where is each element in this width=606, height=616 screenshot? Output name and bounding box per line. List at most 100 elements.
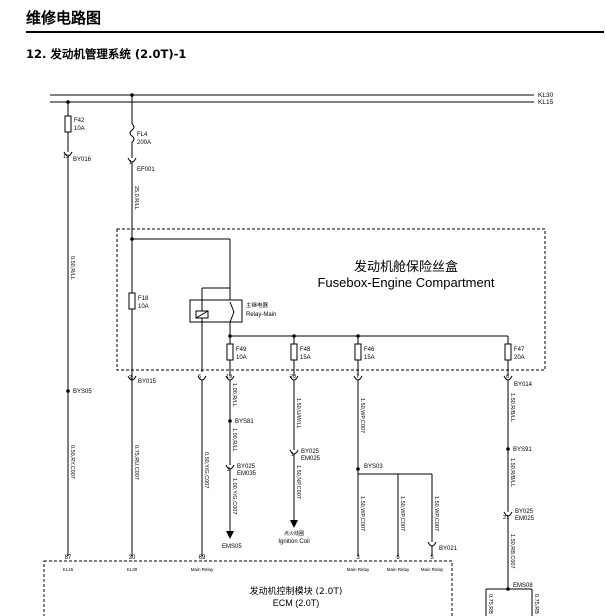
ecm-pin-6: 6 Main Relay [387, 555, 410, 572]
wire-label: 1.50,WP,C007 [399, 496, 405, 531]
fuse-f46 [354, 343, 362, 361]
fuse-f48-name: F48 [300, 347, 311, 353]
ecm-pin-desc: KL30 [127, 567, 138, 572]
fusible-link-fl4 [129, 123, 135, 143]
splice-dot [356, 467, 360, 471]
fuse-fl4-rating: 200A [137, 140, 151, 146]
pin-number: 15 [63, 154, 69, 160]
ecm-pin-5: 5 Main Relay [421, 555, 444, 572]
ecm-pin-desc: Main Relay [387, 567, 410, 572]
relay-switch-contact [229, 311, 235, 323]
fuse-f42-name: F42 [74, 118, 85, 124]
connector-em025: EM025 [301, 456, 321, 462]
wire-label: 1.50,R/B/LL [509, 393, 515, 422]
pin-number: 1 [291, 452, 294, 458]
connector-symbol [127, 375, 137, 381]
connector-by025: BY025 [237, 464, 256, 470]
wire-label: 1.50,WP,C007 [359, 398, 365, 433]
splice-bys05: BYS05 [73, 389, 92, 395]
wire-label: 1.50,NP,C007 [295, 465, 301, 499]
pin-number: 6 [198, 374, 201, 380]
junction-dot [228, 334, 232, 338]
ecm-pin-desc: Main Relay [191, 567, 214, 572]
fuse-f49-rating: 10A [236, 355, 247, 361]
ecm-pin-number: 3 [356, 555, 360, 561]
kl15-label: KL15 [538, 99, 554, 106]
pin-number: 19 [226, 374, 232, 380]
ecm-pin-number: 87 [65, 555, 72, 561]
ecm-title-en: ECM (2.0T) [273, 598, 320, 608]
fuse-f46-rating: 15A [364, 355, 375, 361]
ecm-pin-desc: KL15 [63, 567, 74, 572]
fuse-fl4-name: FL4 [137, 132, 148, 138]
connector-by014: BY014 [514, 382, 533, 388]
relay-label-en: Relay-Main [246, 312, 276, 318]
connector-ems05: EMS05 [222, 544, 242, 550]
fuse-f49 [226, 343, 234, 361]
fuse-f48-rating: 15A [300, 355, 311, 361]
fuse-f48 [290, 343, 298, 361]
wire-label: 0.75,RU,C007 [133, 445, 139, 480]
pin-number: 2 [129, 375, 132, 381]
pin-number: 21 [503, 515, 509, 521]
wire-label: 1.50,RB,C007 [509, 534, 515, 569]
fuse-f42-rating: 10A [74, 126, 85, 132]
ignition-coil-label-en: Ignition Coil [278, 539, 309, 545]
connector-by025: BY025 [515, 509, 534, 515]
wire-label: 25.0,R/LL [133, 186, 139, 210]
ecm-pin-30: 30 KL30 [127, 555, 138, 572]
relay-label-cn: 主继电器 [246, 301, 269, 309]
splice-ems08: EMS08 [513, 583, 533, 589]
wire-label: 1.50,U/W/LL [295, 398, 301, 429]
wire-label: 0.75,RB [487, 594, 493, 614]
page-title: 维修电路图 [26, 9, 101, 27]
connector-ef001: EF001 [137, 167, 155, 173]
fuse-f18-rating: 10A [138, 304, 149, 310]
connector-by016: BY016 [73, 157, 92, 163]
connector-by015: BY015 [138, 379, 157, 385]
wire-label: 0.75,RB [533, 594, 539, 614]
splice-bys81: BYS81 [235, 419, 254, 425]
ignition-coil-label-cn: 点火线圈 [284, 530, 304, 537]
wire-label: 1.50,R/B/LL [509, 458, 515, 487]
ecm-pin-desc: Main Relay [347, 567, 370, 572]
arrow-icon [290, 520, 298, 528]
section-title: 12. 发动机管理系统 (2.0T)-1 [26, 47, 186, 61]
connector-by025: BY025 [301, 449, 320, 455]
connector-em025: EM025 [515, 516, 535, 522]
wire-label: 1.00,R/LL [231, 428, 237, 452]
fuse-f18-name: F18 [138, 296, 149, 302]
pin-number: 7 [356, 374, 359, 380]
relay-switch [229, 301, 235, 313]
ecm-pin-number: 5 [430, 555, 434, 561]
wire-label: 1.50,WP,C007 [359, 496, 365, 531]
splice-dot [506, 447, 510, 451]
ecm-pin-87: 87 KL15 [63, 555, 74, 572]
fuse-f47-name: F47 [514, 347, 525, 353]
splice-dot [228, 419, 232, 423]
connector-symbol [427, 541, 437, 547]
fuse-f47 [504, 343, 512, 361]
pin-number: 8 [506, 374, 509, 380]
ecm-pin-3: 3 Main Relay [347, 555, 370, 572]
wire-label: 1.50,WP,C007 [433, 496, 439, 531]
wire-label: 1.00,R/LL [231, 383, 237, 407]
ecm-pin-69: 69 Main Relay [191, 555, 214, 572]
pin-number: 2 [227, 467, 230, 473]
wire-label: 0.50,RY,C007 [69, 445, 75, 479]
ecm-title-cn: 发动机控制模块 (2.0T) [250, 585, 343, 597]
relay-coil-diagonal [195, 310, 209, 319]
fusebox-title-en: Fusebox-Engine Compartment [317, 275, 494, 290]
wire-label: 1.00,Y/G,C007 [231, 478, 237, 514]
fusebox-title-cn: 发动机舱保险丝盒 [354, 259, 458, 275]
wire-label: 0.50,Y/G,C007 [203, 452, 209, 488]
ecm-pin-number: 30 [129, 555, 136, 561]
fuse-f42 [64, 115, 72, 133]
splice-dot [66, 389, 70, 393]
ecm-module-boundary [43, 560, 453, 616]
ecm-pin-number: 6 [396, 555, 400, 561]
fuse-f49-name: F49 [236, 347, 247, 353]
fusebox-boundary [116, 228, 546, 371]
connector-em035: EM035 [237, 471, 257, 477]
